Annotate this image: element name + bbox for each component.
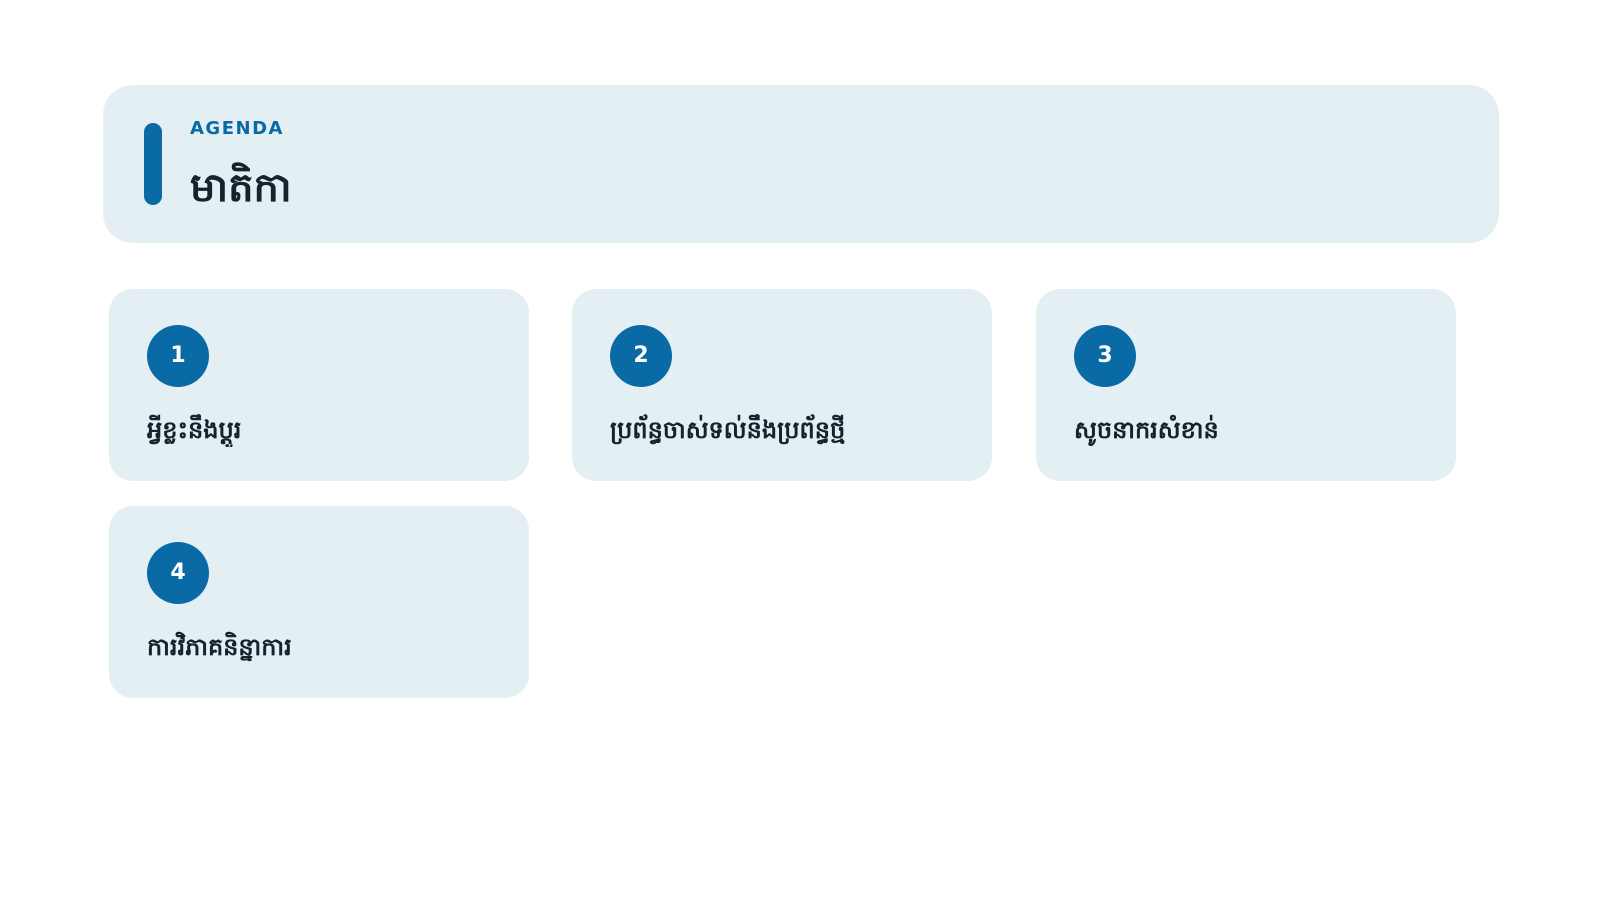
agenda-item-4: 4 ការវិភាគនិន្នាការ xyxy=(109,506,529,698)
item-label: សូចនាករសំខាន់ xyxy=(1074,416,1219,444)
agenda-item-2: 2 ប្រព័ន្ធចាស់ទល់នឹងប្រព័ន្ធថ្មី xyxy=(572,289,992,481)
item-label: ប្រព័ន្ធចាស់ទល់នឹងប្រព័ន្ធថ្មី xyxy=(610,416,846,444)
item-number-badge: 3 xyxy=(1074,325,1136,387)
accent-bar xyxy=(144,123,162,205)
item-label: អ្វីខ្លះនឹងប្ដូរ xyxy=(147,416,242,444)
item-label: ការវិភាគនិន្នាការ xyxy=(147,633,292,661)
item-number-badge: 2 xyxy=(610,325,672,387)
section-kicker: AGENDA xyxy=(190,118,284,139)
agenda-item-1: 1 អ្វីខ្លះនឹងប្ដូរ xyxy=(109,289,529,481)
item-number-badge: 4 xyxy=(147,542,209,604)
page-title: មាតិកា xyxy=(190,165,292,211)
item-number-badge: 1 xyxy=(147,325,209,387)
agenda-header: AGENDA មាតិកា xyxy=(103,85,1499,243)
agenda-item-3: 3 សូចនាករសំខាន់ xyxy=(1036,289,1456,481)
